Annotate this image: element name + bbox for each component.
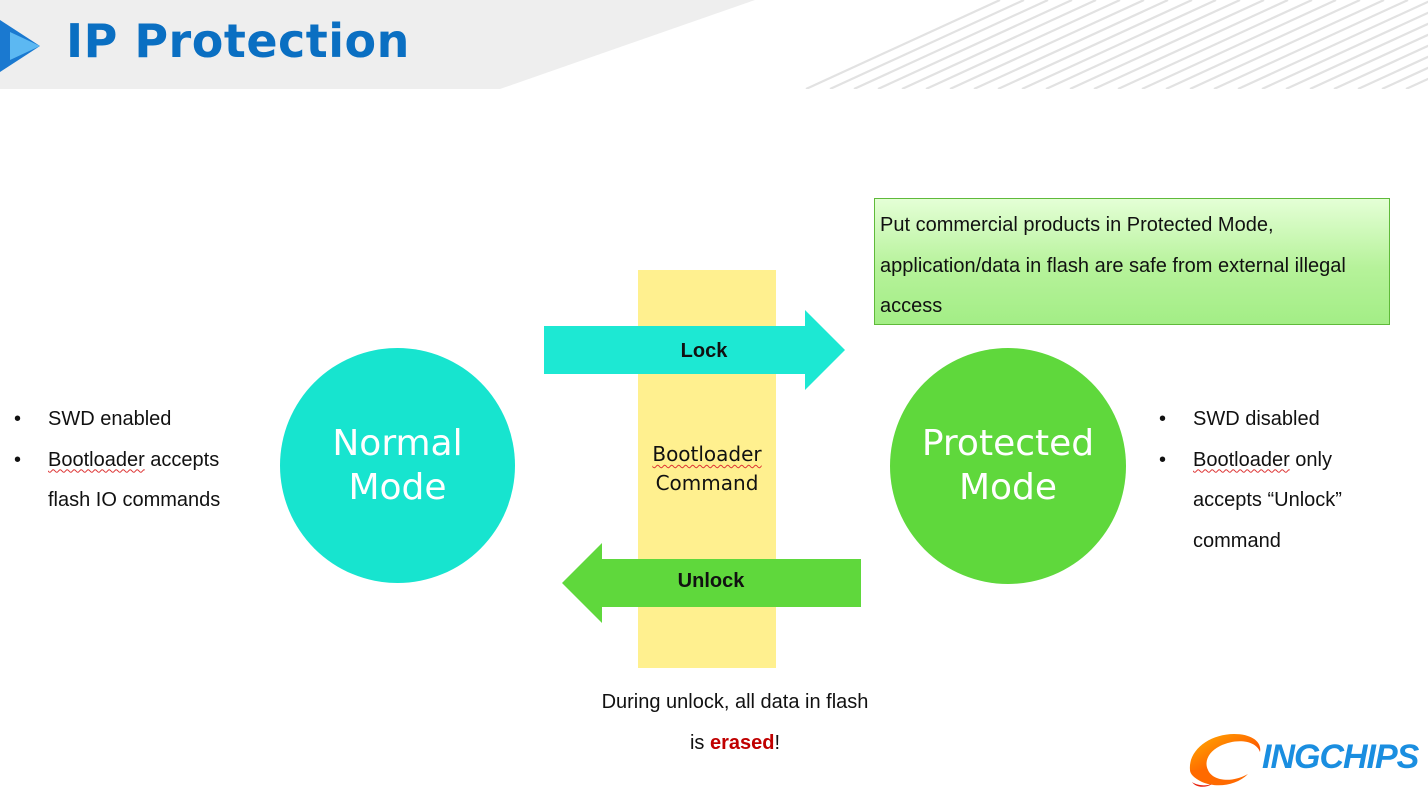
ingchips-logo-text: INGCHIPS <box>1262 738 1419 776</box>
lock-arrow <box>544 310 845 390</box>
protected-mode-note: Put commercial products in Protected Mod… <box>874 198 1390 325</box>
unlock-footnote: During unlock, all data in flash is eras… <box>601 691 869 754</box>
normal-mode-circle: Normal Mode <box>280 348 515 583</box>
erased-emphasis: erased <box>709 731 775 754</box>
list-item-continuation: flash IO commands <box>48 489 221 511</box>
unlock-arrow <box>562 543 861 623</box>
list-item-continuation: command <box>1193 529 1281 552</box>
header-background <box>0 0 1428 89</box>
header-band <box>0 0 1428 89</box>
normal-mode-label: Mode <box>348 466 447 508</box>
page-title: IP Protection <box>66 14 410 68</box>
protected-mode-label: Mode <box>958 467 1058 508</box>
ingchips-logo-icon <box>1189 734 1261 787</box>
bootloader-command-label: Bootloader Command <box>652 442 762 495</box>
play-triangle-icon <box>0 20 40 72</box>
list-item: Bootloader only <box>1159 440 1419 481</box>
unlock-label: Unlock <box>677 570 745 592</box>
normal-mode-label: Normal <box>332 422 463 464</box>
lock-label: Lock <box>680 340 728 362</box>
protected-mode-circle: Protected Mode <box>890 348 1126 584</box>
protected-mode-label: Protected <box>921 423 1095 464</box>
list-item-continuation: accepts “Unlock” <box>1193 489 1342 511</box>
list-item: Bootloader accepts <box>14 440 264 481</box>
list-item: SWD disabled <box>1159 399 1419 440</box>
normal-mode-bullets: SWD enabled Bootloader accepts flash IO … <box>14 399 264 521</box>
protected-mode-bullets: SWD disabled Bootloader only accepts “Un… <box>1159 399 1419 561</box>
list-item: SWD enabled <box>14 399 264 440</box>
